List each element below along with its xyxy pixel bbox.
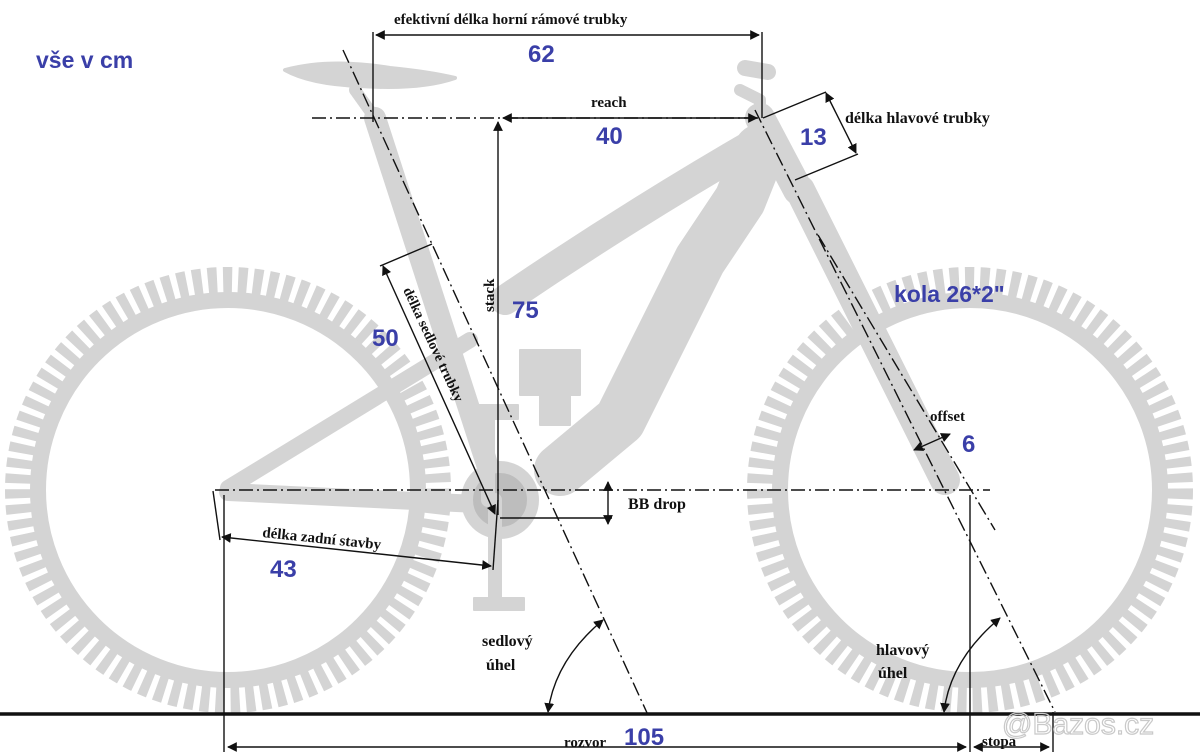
wheels-note: kola 26*2" xyxy=(894,281,1005,307)
units-note: vše v cm xyxy=(36,47,133,73)
seat-tube-value: 50 xyxy=(372,325,399,352)
bb-drop-label: BB drop xyxy=(628,496,686,513)
reach-value: 40 xyxy=(596,123,623,150)
reach-label: reach xyxy=(591,95,627,111)
head-angle-label-2: úhel xyxy=(878,665,908,682)
head-tube-value: 13 xyxy=(800,124,827,151)
head-angle-label-1: hlavový xyxy=(876,642,929,659)
frame xyxy=(219,60,960,611)
wheelbase-value: 105 xyxy=(624,724,664,751)
offset-label: offset xyxy=(930,409,965,425)
trail-label: stopa xyxy=(982,734,1017,750)
head-tube-label: délka hlavové trubky xyxy=(845,110,990,127)
bike-silhouette xyxy=(5,60,1193,713)
watermark: @Bazos.cz xyxy=(1002,708,1154,741)
wheelbase-label: rozvor xyxy=(564,735,607,751)
chainstay-label: délka zadní stavby xyxy=(262,525,383,553)
seat-angle-label-1: sedlový xyxy=(482,633,533,650)
offset-value: 6 xyxy=(962,431,975,458)
top-tube-label: efektivní délka horní rámové trubky xyxy=(394,12,628,28)
top-tube-value: 62 xyxy=(528,41,555,68)
stack-label: stack xyxy=(482,278,498,312)
dimension-lines xyxy=(0,30,1200,752)
stack-value: 75 xyxy=(512,297,539,324)
seat-angle-label-2: úhel xyxy=(486,657,516,674)
chainstay-value: 43 xyxy=(270,556,297,583)
